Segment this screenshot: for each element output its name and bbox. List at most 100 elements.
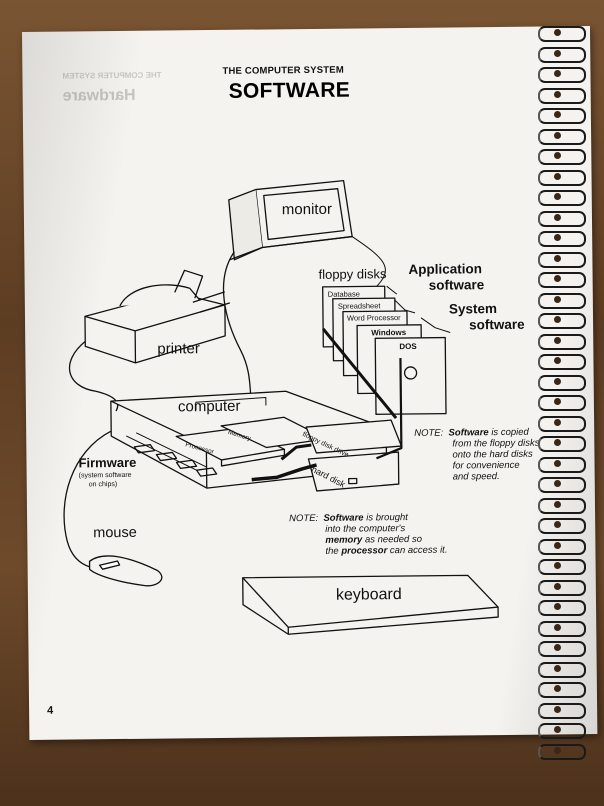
binding-hole [554, 664, 561, 672]
floppy-disk-stack [322, 285, 447, 415]
binding-hole [554, 439, 561, 446]
binding-hole [554, 49, 561, 57]
binding-hole [554, 70, 561, 77]
binding-hole [554, 562, 561, 569]
spiral-coil [538, 538, 586, 555]
binding-hole [554, 705, 561, 713]
note-prefix: NOTE: [414, 427, 444, 439]
floppy-disks-label: floppy disks [318, 266, 387, 282]
application-software-label-2: software [428, 277, 485, 293]
keyboard-label: keyboard [335, 586, 402, 604]
note-line: and speed. [452, 471, 500, 483]
binding-hole [554, 336, 561, 344]
spiral-coil [538, 292, 586, 309]
page-number: 4 [47, 704, 54, 717]
note-line: is copied [488, 426, 529, 439]
computer-label: computer [177, 397, 241, 416]
keyboard-illustration [242, 574, 499, 635]
printer-illustration [84, 269, 231, 364]
spiral-coil [538, 415, 586, 432]
note-memory-processor: NOTE: Software is brought into the compu… [289, 512, 447, 558]
spiral-coil [538, 190, 586, 206]
note-line: the [325, 545, 342, 557]
binding-hole [554, 254, 561, 262]
mouse-illustration [88, 555, 163, 587]
note-line: is brought [363, 511, 408, 524]
spiral-coil [538, 579, 586, 596]
spiral-coil [538, 374, 586, 391]
binding-hole [554, 521, 561, 528]
note-bold-word: memory [325, 534, 363, 546]
binding-hole [554, 213, 561, 221]
spiral-coil [538, 87, 586, 104]
binding-hole [554, 582, 561, 590]
binding-hole [554, 131, 561, 139]
binding-hole [554, 500, 561, 508]
firmware-sublabel-2: on chips) [88, 481, 118, 489]
spiral-coil [538, 169, 586, 186]
spiral-coil [538, 661, 586, 678]
spiral-coil [538, 251, 586, 268]
computer-illustration [110, 390, 403, 492]
binding-hole [554, 295, 561, 303]
binding-hole [554, 603, 561, 610]
spiral-coil [538, 620, 586, 637]
monitor-label: monitor [281, 200, 332, 219]
binding-hole [554, 418, 561, 426]
binding-hole [554, 685, 561, 692]
system-software-label-1: System [448, 301, 498, 317]
spiral-coil [538, 108, 586, 124]
binding-hole [554, 111, 561, 118]
binding-hole [554, 152, 561, 159]
spiral-coil [538, 333, 586, 350]
spiral-coil [538, 149, 586, 165]
binding-hole [554, 377, 561, 385]
binding-hole [554, 398, 561, 405]
application-software-label-1: Application [408, 261, 483, 277]
spiral-coil [538, 456, 586, 473]
spiral-coil [538, 743, 586, 760]
binding-hole [554, 316, 561, 323]
system-software-label-2: software [469, 316, 525, 333]
note-prefix: NOTE: [289, 512, 319, 525]
printer-label: printer [157, 340, 200, 358]
spiral-coil [538, 395, 586, 411]
binding-hole [554, 480, 561, 487]
spiral-coil [538, 477, 586, 493]
firmware-label: Firmware [78, 454, 137, 471]
note-bold-word: Software [323, 512, 364, 524]
binding-hole [554, 357, 561, 364]
spiral-coil [538, 272, 586, 288]
binding-hole [554, 644, 561, 651]
spiral-coil [538, 682, 586, 698]
binding-hole [554, 541, 561, 549]
disk-label-windows: Windows [371, 327, 407, 338]
note-line: can access it. [387, 544, 448, 557]
disk-label-database: Database [327, 289, 360, 299]
binding-hole [554, 623, 561, 631]
monitor-illustration [228, 179, 353, 261]
spiral-coil [538, 559, 586, 575]
spiral-coil [538, 231, 586, 247]
note-bold-word: Software [448, 427, 489, 439]
spiral-coil [538, 26, 586, 42]
binding-hole [554, 172, 561, 180]
software-diagram [63, 179, 499, 635]
spiral-coil [538, 641, 586, 657]
binding-hole [554, 90, 561, 98]
binding-hole [554, 459, 561, 467]
firmware-sublabel-1: (system software [78, 471, 132, 480]
disk-label-spreadsheet: Spreadsheet [337, 301, 381, 311]
spiral-coil [538, 518, 586, 534]
spiral-coil [538, 67, 586, 83]
binding-hole [554, 746, 561, 754]
spiral-coil [538, 128, 586, 145]
note-copy-to-hard-disk: NOTE: Software is copied from the floppy… [414, 427, 540, 483]
binding-hole [554, 726, 561, 733]
spiral-coil [538, 354, 586, 370]
mouse-label: mouse [93, 524, 137, 542]
spiral-coil [538, 436, 586, 452]
note-bold-word: processor [341, 545, 388, 557]
spiral-coil [538, 210, 586, 227]
spiral-coil [538, 723, 586, 739]
